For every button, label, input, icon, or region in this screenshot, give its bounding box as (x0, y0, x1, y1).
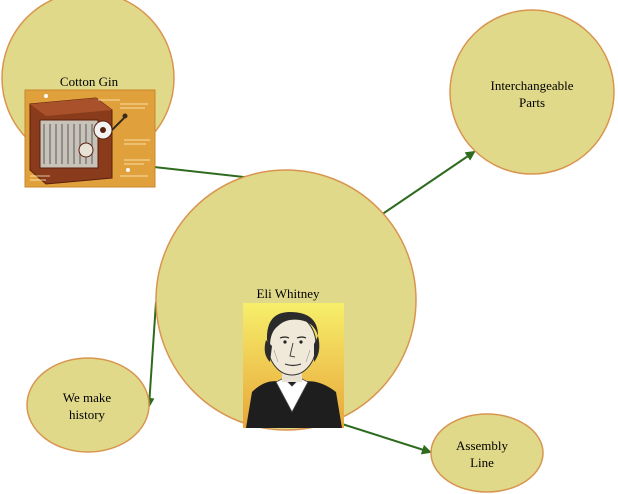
interchangeable-parts-label-line1: Interchangeable (490, 78, 573, 93)
assembly-line-label-line2: Line (470, 455, 494, 470)
history-label-line1: We make (63, 390, 112, 405)
node-assembly-line[interactable]: Assembly Line (430, 413, 544, 493)
node-eli-whitney[interactable]: Eli Whitney (155, 169, 417, 431)
connector-center-to-assembly-line (341, 423, 432, 455)
connector-center-to-interchangeable-parts (380, 150, 476, 216)
assembly-line-label-line1: Assembly (456, 438, 509, 453)
eli-whitney-portrait (243, 303, 344, 428)
cotton-gin-image (24, 89, 156, 188)
node-cotton-gin[interactable]: Cotton Gin (1, 0, 175, 188)
cotton-gin-label: Cotton Gin (60, 74, 119, 89)
history-label-line2: history (69, 407, 106, 422)
interchangeable-parts-label-line2: Parts (519, 95, 545, 110)
connector-center-to-history (144, 301, 157, 408)
eli-whitney-label: Eli Whitney (257, 286, 320, 301)
node-we-make-history[interactable]: We make history (26, 357, 150, 453)
node-interchangeable-parts[interactable]: Interchangeable Parts (449, 9, 615, 175)
